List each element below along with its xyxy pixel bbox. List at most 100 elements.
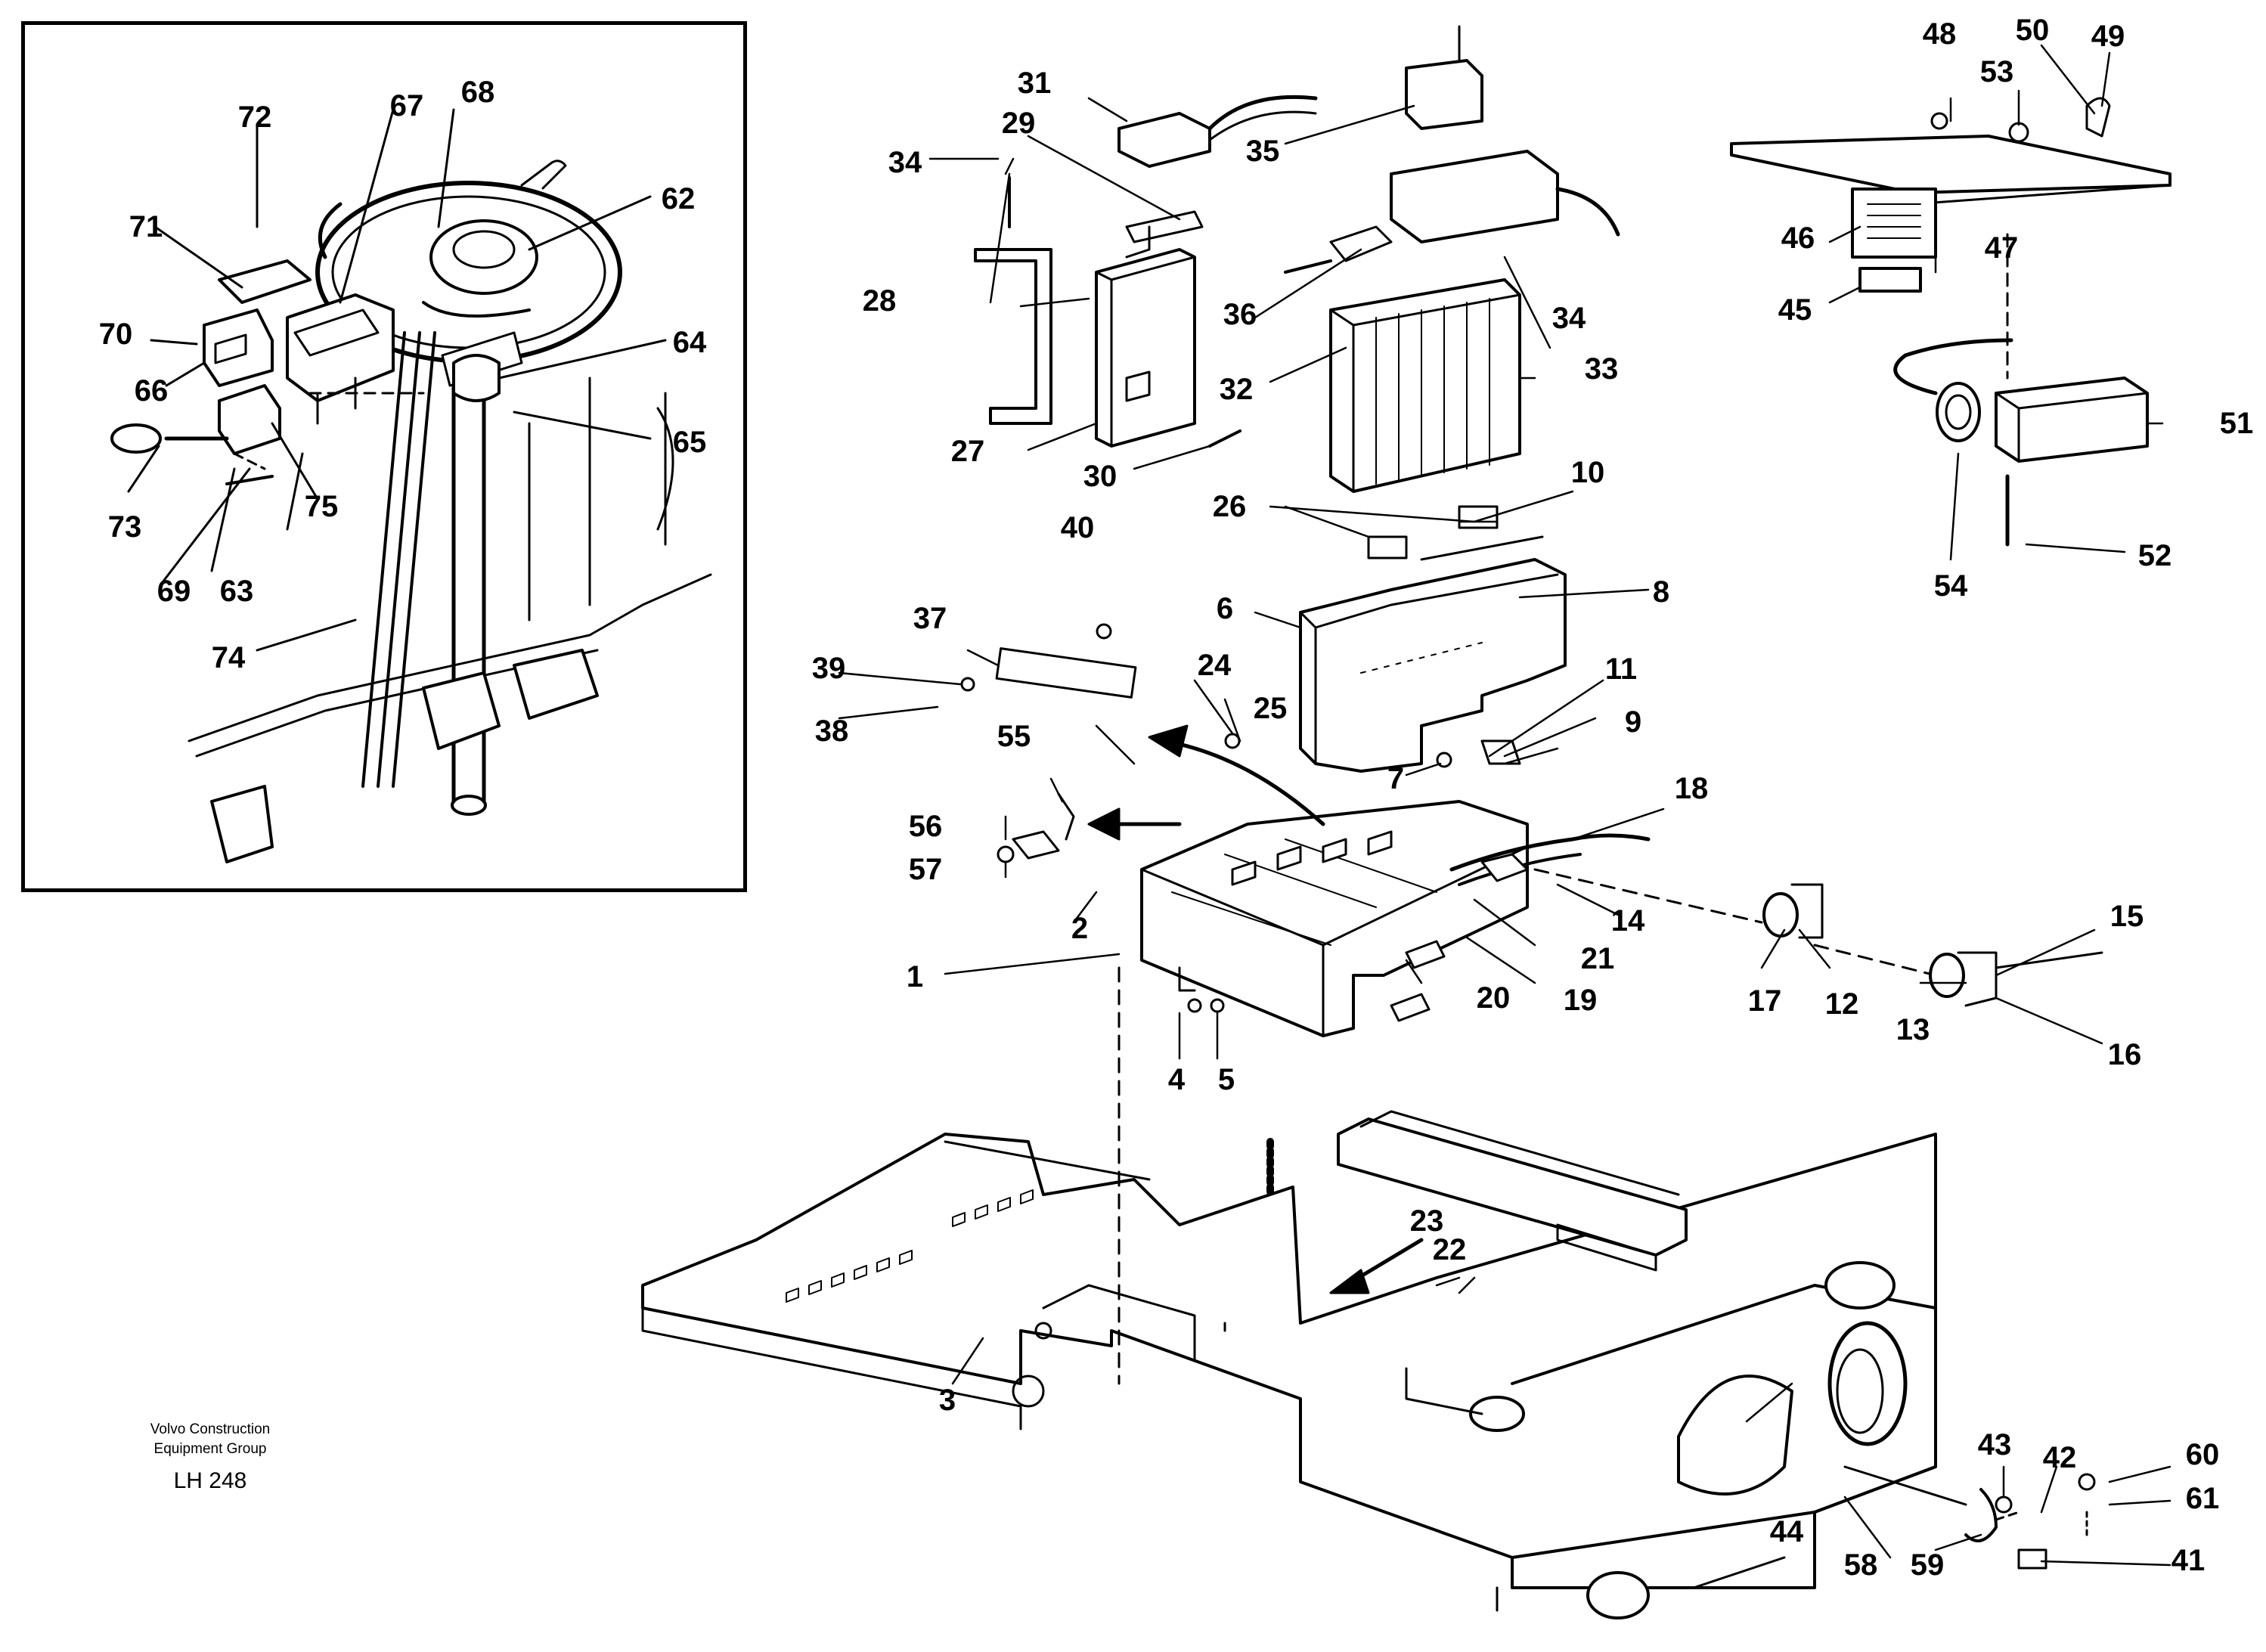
side-panel-group bbox=[1730, 97, 2171, 547]
bracket-28 bbox=[974, 248, 1052, 425]
clamp-64 bbox=[452, 354, 501, 402]
callout: 13 bbox=[1896, 1013, 1930, 1046]
callout: 41 bbox=[2171, 1544, 2206, 1577]
callout: 36 bbox=[1223, 298, 1257, 331]
connector-31 bbox=[1118, 112, 1211, 168]
callout: 22 bbox=[1432, 1233, 1467, 1266]
relay-box-group bbox=[1284, 25, 1620, 559]
lever-knob bbox=[110, 423, 162, 454]
callout: 38 bbox=[814, 714, 849, 748]
callout: 56 bbox=[908, 810, 943, 843]
lever-switch bbox=[218, 384, 281, 455]
spacer-26 bbox=[1458, 505, 1499, 529]
callout: 21 bbox=[1580, 942, 1615, 975]
callout: 18 bbox=[1674, 772, 1709, 805]
callout: 6 bbox=[1216, 592, 1234, 625]
connector-54 bbox=[1936, 382, 1981, 442]
callout: 58 bbox=[1843, 1548, 1878, 1582]
callout: 27 bbox=[950, 435, 985, 468]
switch-46 bbox=[1851, 188, 1937, 259]
inset-frame bbox=[21, 21, 747, 892]
pedal bbox=[210, 785, 274, 863]
callout: 55 bbox=[997, 720, 1031, 753]
callout: 63 bbox=[219, 575, 254, 608]
callout: 44 bbox=[1769, 1515, 1804, 1548]
hardware bbox=[960, 623, 1521, 863]
callout: 16 bbox=[2107, 1038, 2142, 1071]
frame-bracket bbox=[1556, 1223, 1657, 1272]
cover-45 bbox=[1858, 267, 1922, 293]
switch-housing bbox=[286, 293, 395, 402]
sensor-group bbox=[1533, 868, 2103, 1007]
callout: 32 bbox=[1219, 373, 1254, 406]
callout: 19 bbox=[1563, 984, 1598, 1017]
callout: 39 bbox=[811, 652, 846, 685]
callout: 25 bbox=[1253, 692, 1288, 725]
callout: 28 bbox=[862, 284, 897, 318]
callout: 73 bbox=[107, 510, 142, 544]
callout: 72 bbox=[237, 101, 272, 134]
callout: 17 bbox=[1747, 984, 1782, 1018]
callout: 46 bbox=[1781, 222, 1815, 255]
callout: 62 bbox=[661, 182, 696, 215]
drawing-id: LH 248 bbox=[173, 1468, 247, 1493]
sensor-17 bbox=[1762, 892, 1799, 938]
callout: 31 bbox=[1017, 67, 1052, 100]
spacer-26 bbox=[1367, 535, 1408, 559]
steering-column-inset bbox=[110, 108, 712, 863]
callout: 5 bbox=[1217, 1063, 1235, 1096]
callout: 54 bbox=[1933, 569, 1968, 603]
callout: 67 bbox=[389, 89, 424, 122]
cover-71 bbox=[218, 259, 312, 304]
company-name-line2: Equipment Group bbox=[153, 1441, 267, 1457]
callout: 23 bbox=[1409, 1204, 1444, 1238]
pedal bbox=[422, 671, 501, 750]
relay-cover-35 bbox=[1405, 59, 1483, 130]
callout: 37 bbox=[913, 602, 947, 635]
callout: 53 bbox=[1979, 55, 2014, 88]
control-unit-27 bbox=[1095, 248, 1196, 448]
callout: 2 bbox=[1071, 912, 1089, 945]
callout: 35 bbox=[1245, 135, 1280, 168]
callout: 42 bbox=[2042, 1441, 2077, 1474]
callout: 29 bbox=[1001, 107, 1036, 140]
callout: 47 bbox=[1984, 231, 2019, 265]
opening bbox=[1824, 1261, 1896, 1310]
callout: 26 bbox=[1212, 490, 1247, 523]
cover-6 bbox=[1299, 535, 1567, 773]
callout: 59 bbox=[1910, 1548, 1945, 1582]
callout: 50 bbox=[2015, 14, 2050, 47]
callout: 33 bbox=[1584, 352, 1619, 386]
callout: 64 bbox=[672, 326, 707, 359]
callout: 12 bbox=[1824, 987, 1859, 1021]
callout: 15 bbox=[2109, 900, 2144, 933]
callout: 1 bbox=[906, 960, 924, 993]
callout: 48 bbox=[1922, 17, 1957, 51]
box-51 bbox=[1995, 377, 2149, 463]
relay-module-32 bbox=[1329, 278, 1521, 493]
callout: 45 bbox=[1778, 293, 1812, 327]
company-name-line1: Volvo Construction bbox=[150, 1421, 271, 1437]
callout: 40 bbox=[1060, 511, 1095, 544]
callout: 75 bbox=[304, 490, 339, 523]
callout: 10 bbox=[1570, 456, 1605, 489]
leader-lines bbox=[838, 44, 2171, 1567]
callout: 8 bbox=[1652, 575, 1670, 609]
callout: 68 bbox=[460, 76, 495, 109]
callout: 11 bbox=[1604, 652, 1638, 686]
callout: 65 bbox=[672, 426, 707, 459]
callout: 74 bbox=[211, 641, 246, 674]
callout: 60 bbox=[2185, 1438, 2220, 1471]
callout: 7 bbox=[1387, 762, 1405, 795]
opening bbox=[1827, 1321, 1908, 1446]
control-unit-group bbox=[974, 95, 1318, 448]
callout: 4 bbox=[1167, 1063, 1186, 1096]
callout: 49 bbox=[2091, 20, 2125, 53]
callout: 66 bbox=[134, 374, 169, 408]
callout: 34 bbox=[888, 146, 922, 179]
callout: 43 bbox=[1977, 1428, 2012, 1461]
opening bbox=[1586, 1571, 1650, 1619]
callout: 69 bbox=[157, 575, 191, 608]
callout: 3 bbox=[938, 1384, 956, 1417]
